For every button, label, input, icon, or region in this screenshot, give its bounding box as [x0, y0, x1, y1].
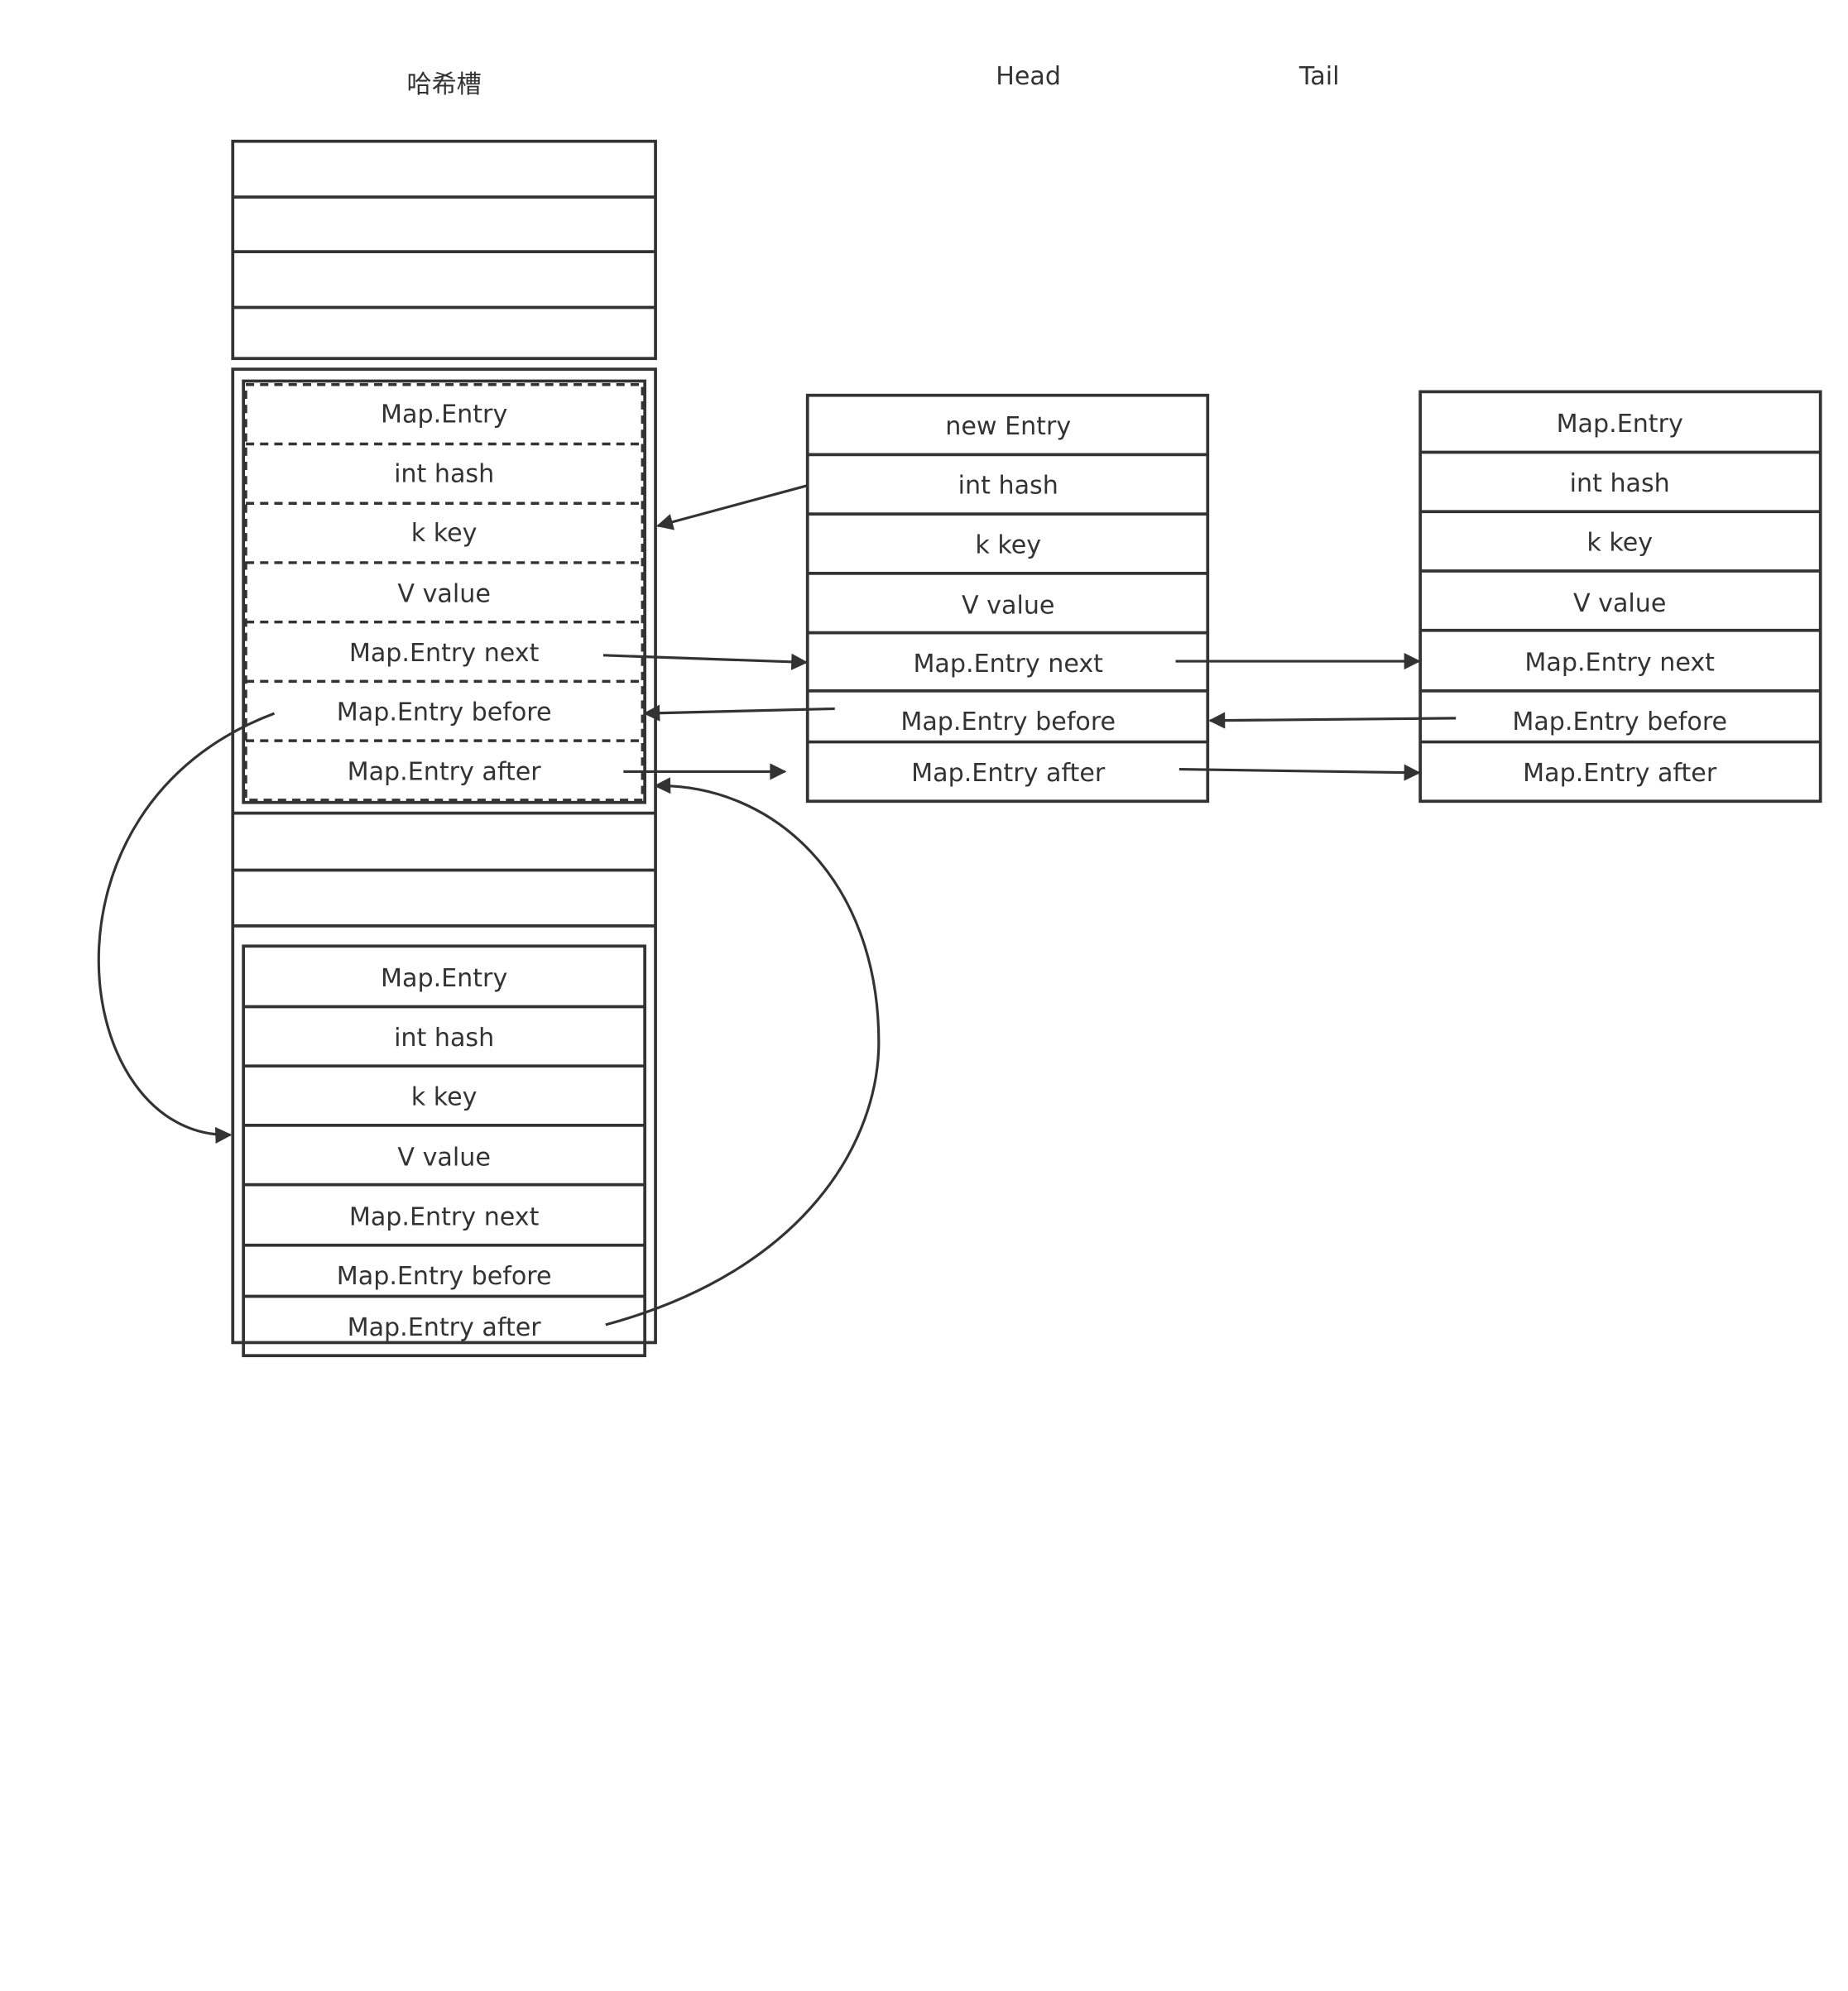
arrow-head-to-slot — [655, 484, 809, 530]
arrow-head-before-to-slot — [643, 704, 835, 722]
field-key: k key — [975, 530, 1041, 559]
arrow-lower-after-to-slot — [605, 777, 881, 1327]
field-before: Map.Entry before — [337, 1262, 552, 1291]
slot-group-bottom — [231, 367, 657, 1345]
arrow-slot-next-to-head — [602, 653, 809, 670]
lower-entry-frame — [242, 944, 647, 1358]
tail-title: Tail — [1298, 62, 1340, 91]
field-entry-type: Map.Entry — [1557, 410, 1683, 439]
head-entry: new Entry int hash k key V value Map.Ent… — [805, 393, 1210, 804]
head-entry-frame — [805, 393, 1210, 804]
field-hash: int hash — [394, 1024, 494, 1053]
field-before: Map.Entry before — [337, 698, 552, 727]
field-value: V value — [397, 579, 490, 608]
field-value: V value — [1573, 589, 1666, 618]
field-entry-type: Map.Entry — [381, 964, 507, 993]
field-next: Map.Entry next — [349, 639, 540, 668]
slot-group-top — [231, 139, 657, 361]
field-hash: int hash — [394, 459, 494, 488]
field-entry-type: new Entry — [945, 412, 1071, 441]
field-hash: int hash — [1570, 469, 1670, 498]
field-before: Map.Entry before — [900, 708, 1116, 736]
tail-entry: Map.Entry int hash k key V value Map.Ent… — [1418, 390, 1822, 804]
hash-slot-column — [231, 139, 657, 1345]
field-key: k key — [411, 1083, 478, 1112]
field-after: Map.Entry after — [348, 1313, 542, 1342]
field-key: k key — [411, 519, 478, 548]
field-key: k key — [1586, 529, 1653, 558]
hash-slots-title: 哈希槽 — [406, 70, 481, 99]
field-hash: int hash — [958, 472, 1058, 501]
slot-entry-frame — [242, 379, 647, 804]
field-after: Map.Entry after — [348, 757, 542, 786]
head-title: Head — [996, 62, 1061, 91]
tail-entry-frame — [1418, 390, 1822, 804]
field-after: Map.Entry after — [911, 759, 1106, 788]
arrow-head-after-to-tail — [1178, 764, 1421, 781]
field-after: Map.Entry after — [1523, 759, 1717, 788]
field-value: V value — [397, 1144, 490, 1173]
arrow-slot-before-to-lower — [97, 712, 276, 1144]
field-entry-type: Map.Entry — [381, 401, 507, 429]
slot-entry: Map.Entry int hash k key V value Map.Ent… — [242, 379, 647, 804]
field-before: Map.Entry before — [1512, 708, 1727, 736]
slot-entry-dashed-border — [244, 383, 645, 802]
field-next: Map.Entry next — [1524, 648, 1715, 677]
field-next: Map.Entry next — [913, 650, 1103, 679]
field-value: V value — [962, 592, 1054, 621]
field-next: Map.Entry next — [349, 1202, 540, 1231]
arrows — [97, 484, 1457, 1327]
arrow-tail-before-to-head — [1208, 712, 1457, 729]
linkedhashmap-diagram: 哈希槽 Head Tail Map.Entry int hash k key V… — [97, 62, 1822, 1358]
lower-entry: Map.Entry int hash k key V value Map.Ent… — [242, 944, 647, 1358]
